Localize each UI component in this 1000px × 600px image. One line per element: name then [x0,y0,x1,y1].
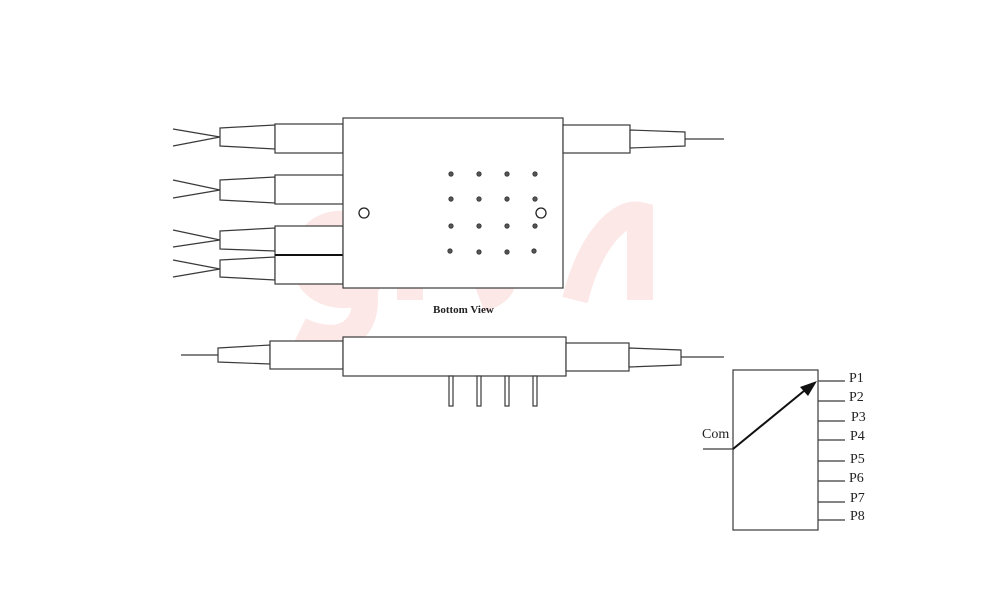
right-fiber-assembly [562,124,724,154]
port-label-p4: P4 [850,429,865,444]
common-port-label: Com [702,427,730,442]
side-view [181,336,724,407]
pin-grid [447,171,538,255]
port-label-p8: P8 [850,509,865,524]
bottom-view-caption: Bottom View [433,304,494,316]
switch-schematic [703,369,845,531]
port-label-p6: P6 [849,471,864,486]
left-fiber-assembly [172,123,344,285]
pin [504,375,510,407]
port-label-p2: P2 [849,390,864,405]
mounting-hole-right [535,207,547,219]
pin [448,375,454,407]
port-label-p1: P1 [849,371,864,386]
port-label-p7: P7 [850,491,865,506]
port-label-p3: P3 [851,410,866,425]
pin [532,375,538,407]
switch-body-bottom-view [342,117,564,289]
port-label-p5: P5 [850,452,865,467]
pin [476,375,482,407]
mounting-hole-left [358,207,370,219]
